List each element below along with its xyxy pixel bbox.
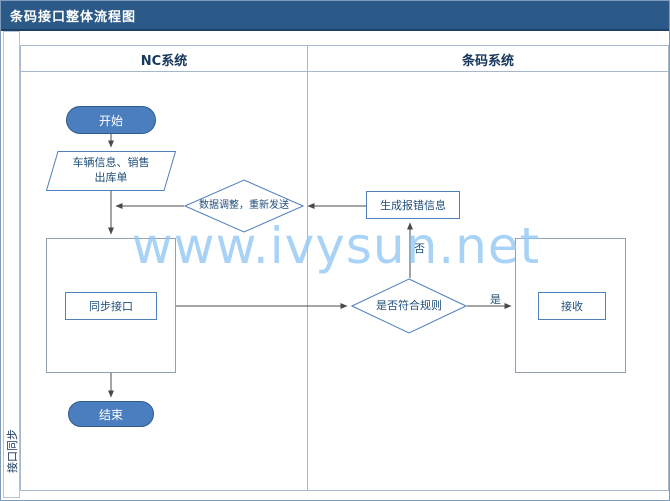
adjust-resend-label: 数据调整，重新发送 [199,200,289,212]
side-band: 接口同步 [3,31,20,498]
diamond-shape [184,179,304,233]
title-bar: 条码接口整体流程图 [1,1,669,31]
source-doc-node: 车辆信息、销售出库单 [46,151,176,191]
side-band-label-wrap: 接口同步 [4,411,19,491]
rule-check-decision: 是否符合规则 [351,278,467,334]
parallelogram-shape [46,151,176,191]
edge-label-yes: 是 [490,293,501,306]
end-node: 结束 [68,401,154,427]
lane-divider [307,46,308,490]
error-message-process: 生成报错信息 [366,191,460,219]
edge-label-no: 否 [414,242,425,255]
diamond-shape [351,278,467,334]
page-title: 条码接口整体流程图 [10,9,137,25]
sync-interface-process: 同步接口 [65,292,157,320]
lane-title-row: NC系统 条码系统 [21,46,668,72]
lane-title-barcode: 条码系统 [461,53,514,69]
side-band-label: 接口同步 [5,429,19,473]
rule-check-label: 是否符合规则 [376,298,442,312]
lane-title-nc: NC系统 [140,53,188,69]
start-node: 开始 [66,106,156,134]
receive-process: 接收 [538,292,606,320]
swimlane-frame: NC系统 条码系统 [20,45,669,491]
source-doc-label: 车辆信息、销售出库单 [72,156,150,184]
adjust-resend-decision: 数据调整，重新发送 [184,179,304,233]
